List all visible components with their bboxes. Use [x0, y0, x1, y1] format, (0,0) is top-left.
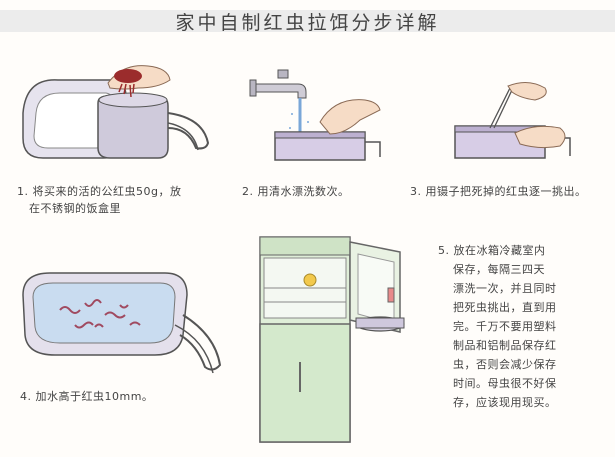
- basin: [274, 131, 381, 161]
- hand-with-worms: [107, 65, 171, 98]
- step2-number: 2.: [242, 185, 254, 198]
- step3-text: 用镊子把死掉的红虫逐一挑出。: [425, 185, 587, 198]
- lunchbox: [97, 92, 210, 159]
- step5-illustration: [259, 236, 405, 443]
- step4-number: 4.: [20, 390, 32, 403]
- step5-line: 存，应该现用现买。: [453, 396, 557, 409]
- faucet: [249, 69, 307, 99]
- holding-hand: [514, 125, 566, 149]
- step5-line: 完。千万不要用塑料: [453, 320, 557, 333]
- lunchbox: [355, 316, 405, 332]
- step1-text-line1: 将买来的活的公红虫50g，放: [32, 185, 182, 198]
- step4-caption: 4. 加水高于红虫10mm。: [20, 388, 220, 405]
- page-title: 家中自制红虫拉饵分步详解: [175, 12, 440, 34]
- step5-number: 5.: [438, 244, 450, 257]
- step4-text: 加水高于红虫10mm。: [35, 390, 154, 403]
- step2-caption: 2. 用清水漂洗数次。: [242, 183, 412, 200]
- step5-line: 把死虫挑出，直到用: [453, 301, 557, 314]
- step5-line: 制品和铝制品保存红: [453, 339, 557, 352]
- step3-number: 3.: [410, 185, 422, 198]
- title-band: [0, 10, 615, 32]
- fridge: [259, 236, 351, 443]
- step5-line: 漂洗一次，并且同时: [453, 282, 557, 295]
- step5-line: 保存，每隔三四天: [453, 263, 545, 276]
- step1-caption: 1. 将买来的活的公红虫50g，放 在不锈钢的饭盒里: [17, 183, 227, 217]
- step1-number: 1.: [17, 185, 29, 198]
- step1-illustration: [22, 65, 210, 159]
- step4-illustration: [22, 272, 222, 374]
- step5-line: 放在冰箱冷藏室内: [453, 244, 546, 257]
- step5-line: 时间。母虫很不好保: [453, 377, 557, 390]
- water-stream: [289, 98, 309, 134]
- step3-caption: 3. 用镊子把死掉的红虫逐一挑出。: [410, 183, 610, 200]
- fridge-door: [349, 241, 401, 333]
- step2-illustration: [249, 69, 381, 161]
- step3-illustration: [454, 82, 571, 159]
- tweezers-icon: [489, 82, 547, 129]
- step2-text: 用清水漂洗数次。: [257, 185, 350, 198]
- header: 家中自制红虫拉饵分步详解: [0, 0, 615, 44]
- step5-line: 虫，否则会减少保存: [453, 358, 557, 371]
- washing-hands: [319, 99, 381, 135]
- step5-caption: 5. 放在冰箱冷藏室内 保存，每隔三四天 漂洗一次，并且同时 把死虫挑出，直到用…: [438, 241, 610, 412]
- step1-text-line2: 在不锈钢的饭盒里: [29, 202, 121, 215]
- lunchbox-with-water: [22, 272, 222, 374]
